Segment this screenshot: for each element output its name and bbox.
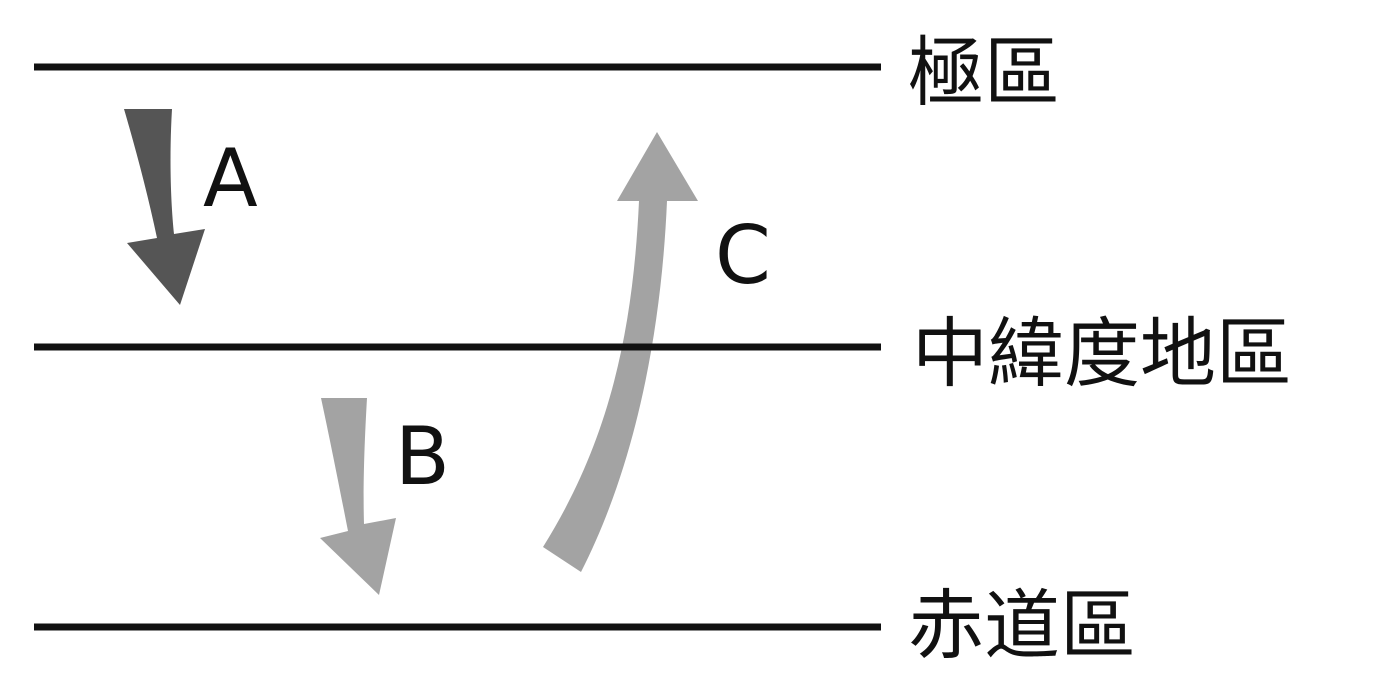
arrow-c-label: C [715,209,771,302]
equator-zone-label: 赤道區 [908,581,1136,670]
polar-zone-label: 極區 [908,28,1060,117]
arrow-a-label: A [203,132,258,225]
arrow-b [320,398,396,595]
mid-latitude-zone-label: 中緯度地區 [912,309,1292,398]
arrow-a [124,109,205,305]
arrow-b-label: B [395,410,450,503]
arrow-c [543,132,698,572]
